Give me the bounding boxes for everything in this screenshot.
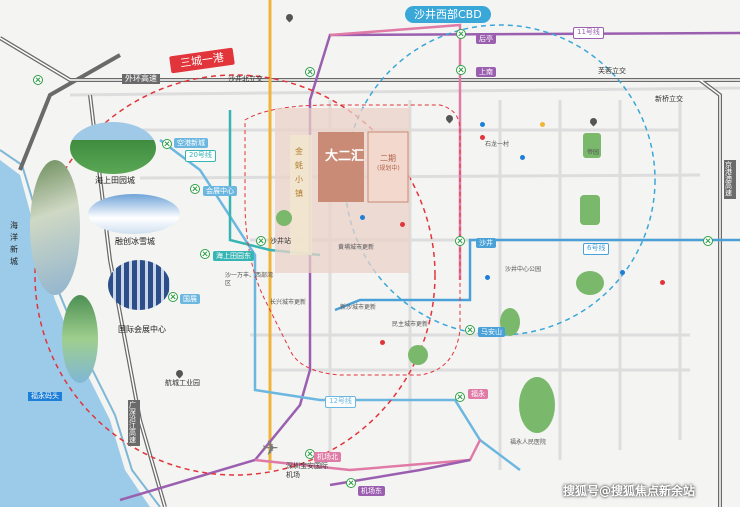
project-phase2 <box>367 131 409 203</box>
station-kongjian[interactable]: 空港新城 <box>174 138 208 149</box>
station-shajing-icon[interactable] <box>455 236 465 246</box>
station-right-icon[interactable] <box>703 236 713 246</box>
station-haishang-icon[interactable] <box>200 249 210 259</box>
photo-haiyang <box>30 160 80 295</box>
label-haishang: 海上田园城 <box>95 176 135 185</box>
station-shangnan-icon[interactable] <box>456 65 466 75</box>
label-shajing-park: 沙井中心公园 <box>505 266 542 273</box>
photo-snow <box>88 194 180 234</box>
label-shilong: 石龙一村 <box>485 141 510 148</box>
poi-dot <box>480 135 485 140</box>
gold-town <box>290 135 312 255</box>
metro-lines <box>119 23 740 502</box>
station-hougang[interactable]: 后亭 <box>476 34 496 45</box>
label-diwan: 帝园 <box>587 149 600 156</box>
station-hougang-icon[interactable] <box>456 29 466 39</box>
road-shajing-interchange: 沙井北立交 <box>228 75 263 83</box>
station-haishang[interactable]: 海上田园东 <box>213 251 254 262</box>
station-huizhan[interactable]: 会展中心 <box>203 186 237 197</box>
phase2-sub: (规划中) <box>377 165 400 172</box>
station-xinbao-icon[interactable] <box>305 67 315 77</box>
inner-loop <box>244 104 461 376</box>
road-guangshen: 广深沿江高速 <box>128 400 140 446</box>
parks <box>276 133 604 433</box>
project-brand: 大二汇 <box>325 149 365 164</box>
station-guoji[interactable]: 国展 <box>180 294 200 305</box>
line11-tag: 11号线 <box>573 27 604 39</box>
line6-tag: 6号线 <box>583 243 610 255</box>
station-shangnan[interactable]: 上南 <box>476 67 496 78</box>
station-fuyong-icon[interactable] <box>455 392 465 402</box>
photo-fuyong <box>62 295 98 383</box>
project-phase1 <box>318 132 364 202</box>
station-kongjian-icon[interactable] <box>162 139 172 149</box>
station-airport-east-icon[interactable] <box>346 478 356 488</box>
station-madan-icon[interactable] <box>465 325 475 335</box>
road-jinggang: 京港澳高速 <box>724 160 736 199</box>
line20-tag: 20号线 <box>185 150 216 162</box>
label-xinshan: 新沙城市更新 <box>340 304 377 311</box>
road-furong: 芙蓉立交 <box>598 67 626 75</box>
poi-dot <box>540 122 545 127</box>
poi-dot <box>620 270 625 275</box>
station-left-icon[interactable] <box>33 75 43 85</box>
airplane-icon: ✈ <box>262 436 279 460</box>
poi-dot <box>660 280 665 285</box>
label-minmao: 民主城市更新 <box>392 321 429 328</box>
line12-tag: 12号线 <box>325 396 356 408</box>
station-airport-north[interactable]: 机场北 <box>314 452 341 463</box>
station-guoji-icon[interactable] <box>168 292 178 302</box>
sancheng-circle <box>34 74 436 476</box>
station-shajing2-icon[interactable] <box>256 236 266 246</box>
cbd-label: 沙井西部CBD <box>405 6 491 24</box>
station-fuyong[interactable]: 福永 <box>468 389 488 400</box>
poi-dot <box>400 222 405 227</box>
road-xinqiao: 新桥立交 <box>655 95 683 103</box>
phase2-label: 二期 <box>380 154 396 163</box>
station-shajing-station[interactable]: 沙井站 <box>270 237 291 245</box>
label-snow: 融创冰雪城 <box>115 237 155 246</box>
photo-expo <box>108 260 170 310</box>
label-shajing-old: 沙一万丰、西部湾区 <box>225 272 274 287</box>
photo-haishang <box>70 122 156 174</box>
label-expo: 国际会展中心 <box>118 325 166 334</box>
station-madan[interactable]: 马安山 <box>478 327 505 338</box>
station-airport-east[interactable]: 机场东 <box>358 486 385 497</box>
poi-dot <box>485 275 490 280</box>
label-airport: 深圳宝安国际机场 <box>286 462 328 479</box>
station-huizhan-icon[interactable] <box>190 184 200 194</box>
label-hangcheng: 航城工业园 <box>165 379 200 387</box>
poi-dot <box>380 340 385 345</box>
label-fuqiao: 福永人民医院 <box>510 439 547 446</box>
label-fuyong-pier: 福永码头 <box>28 392 62 401</box>
expressway-centers <box>0 37 740 507</box>
jinshun-label: 金蚝小镇 <box>295 147 303 198</box>
label-huangpu: 黄埔城市更新 <box>338 244 375 251</box>
label-haiyang: 海洋新城 <box>10 221 18 266</box>
watermark: 搜狐号@搜狐焦点新余站 <box>563 484 696 498</box>
poi-dot <box>360 215 365 220</box>
station-shajing[interactable]: 沙井 <box>476 238 496 249</box>
label-changliu: 长兴城市更新 <box>270 299 307 306</box>
poi-dot <box>520 155 525 160</box>
road-waihuan: 外环高速 <box>122 74 160 84</box>
poi-dot <box>480 122 485 127</box>
